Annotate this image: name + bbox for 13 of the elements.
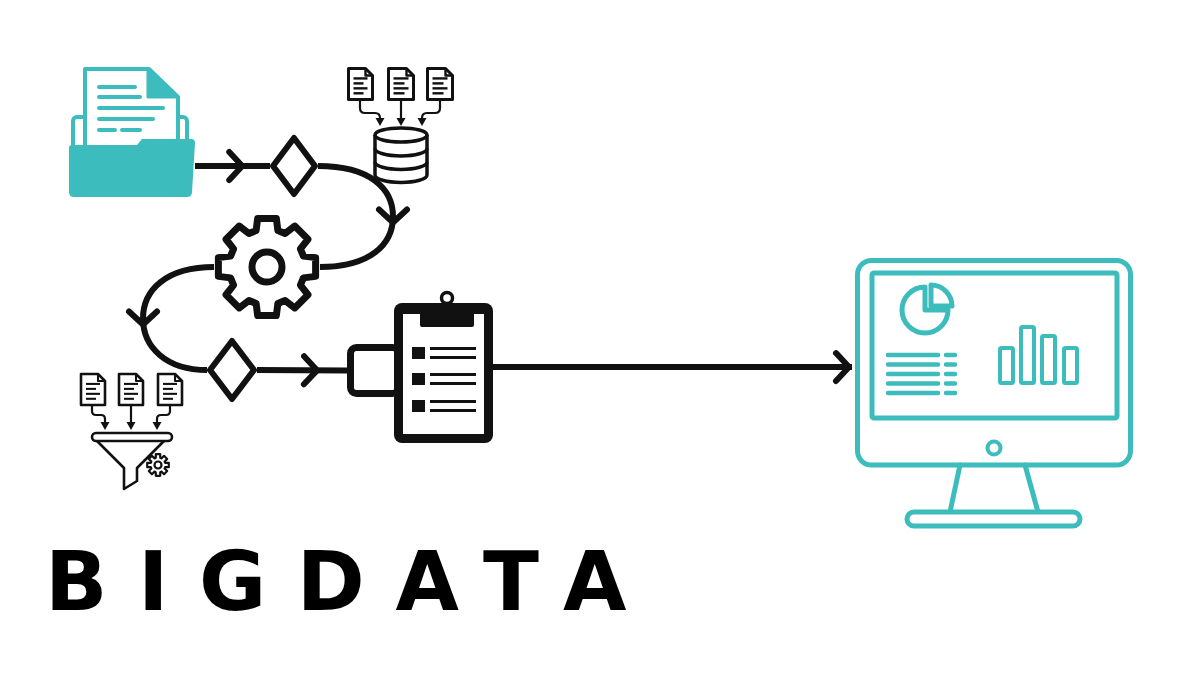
arrow (256, 353, 348, 388)
arrow (493, 350, 852, 385)
monitor-icon (855, 258, 1133, 528)
folder-icon (67, 67, 195, 197)
arrow (195, 148, 270, 184)
clipboard-icon (394, 291, 493, 443)
decision-diamond (207, 338, 257, 402)
process-box (347, 344, 394, 397)
arrow (317, 163, 411, 270)
decision-diamond (270, 135, 318, 197)
gear-icon (214, 214, 320, 320)
title: BIGDATA (45, 541, 635, 623)
arrow (125, 264, 215, 373)
